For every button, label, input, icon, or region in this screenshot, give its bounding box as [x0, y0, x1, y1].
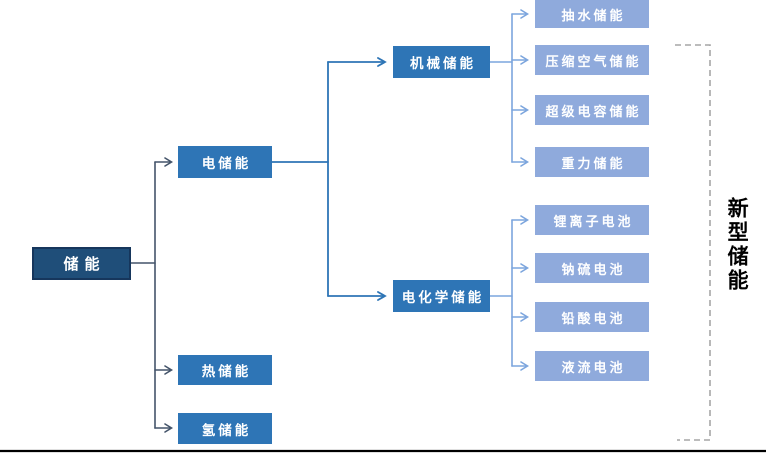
node-thermal-storage: 热储能	[178, 355, 272, 385]
leaf-supercapacitor-storage: 超级电容储能	[535, 95, 649, 125]
leaf-flow-battery: 液流电池	[535, 351, 649, 381]
leaf-lithium-ion-battery: 锂离子电池	[535, 205, 649, 235]
node-mechanical-storage: 机械储能	[393, 46, 490, 78]
new-type-storage-label: 新型储能	[725, 197, 751, 293]
node-energy-storage: 储能	[32, 247, 131, 280]
leaf-gravity-storage: 重力储能	[535, 147, 649, 177]
leaf-sodium-sulfur-battery: 钠硫电池	[535, 253, 649, 283]
node-electrochemical-storage: 电化学储能	[393, 280, 490, 312]
leaf-pumped-hydro-storage: 抽水储能	[535, 0, 649, 28]
node-hydrogen-storage: 氢储能	[178, 413, 272, 444]
leaf-compressed-air-storage: 压缩空气储能	[535, 45, 649, 75]
new-type-bracket	[675, 44, 711, 441]
leaf-lead-acid-battery: 铅酸电池	[535, 302, 649, 332]
node-electrical-storage: 电储能	[178, 146, 272, 178]
